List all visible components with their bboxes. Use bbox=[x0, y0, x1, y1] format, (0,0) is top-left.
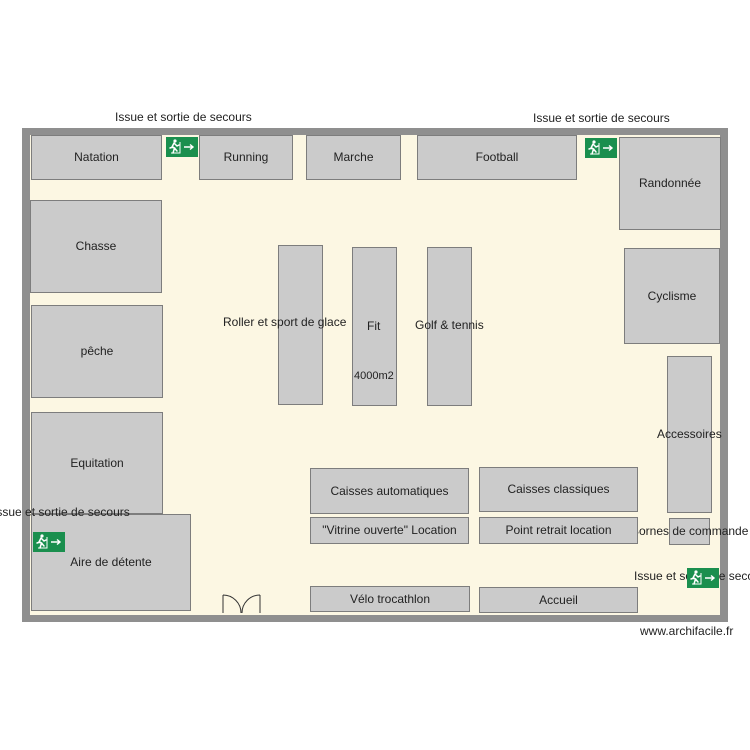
zone-accessoires-label: Accessoires bbox=[657, 427, 722, 441]
zone-label: Aire de détente bbox=[70, 555, 152, 569]
zone-chasse[interactable]: Chasse bbox=[30, 200, 162, 293]
zone-marche[interactable]: Marche bbox=[306, 135, 401, 180]
zone-label: Caisses classiques bbox=[507, 482, 610, 496]
zone-label: "Vitrine ouverte" Location bbox=[322, 523, 457, 537]
zone-roller[interactable] bbox=[278, 245, 323, 405]
zone-cyclisme[interactable]: Cyclisme bbox=[624, 248, 720, 344]
zone-caisses-automatiques[interactable]: Caisses automatiques bbox=[310, 468, 469, 514]
emergency-exit-sign-icon bbox=[585, 138, 617, 158]
emergency-exit-sign-icon bbox=[166, 137, 198, 157]
zone-aire-detente[interactable]: Aire de détente bbox=[31, 514, 191, 611]
zone-golf-tennis[interactable] bbox=[427, 247, 472, 406]
zone-accessoires[interactable] bbox=[667, 356, 712, 513]
zone-running[interactable]: Running bbox=[199, 135, 293, 180]
zone-label: Point retrait location bbox=[505, 523, 612, 537]
zone-label: pêche bbox=[80, 344, 114, 358]
zone-fit-label: Fit bbox=[367, 319, 381, 333]
zone-roller-label: Roller et sport de glace bbox=[223, 315, 347, 329]
zone-caisses-classiques[interactable]: Caisses classiques bbox=[479, 467, 638, 512]
zone-football[interactable]: Football bbox=[417, 135, 577, 180]
zone-fit[interactable] bbox=[352, 247, 397, 406]
emergency-exit-sign-icon bbox=[687, 568, 719, 588]
zone-accueil[interactable]: Accueil bbox=[479, 587, 638, 613]
zone-golf-tennis-label: Golf & tennis bbox=[415, 318, 484, 332]
zone-label: Equitation bbox=[70, 455, 124, 470]
zone-label: Caisses automatiques bbox=[330, 483, 449, 498]
zone-point-retrait[interactable]: Point retrait location bbox=[479, 517, 638, 544]
zone-label: Natation bbox=[74, 150, 119, 164]
exit-label-top-left: Issue et sortie de secours bbox=[115, 110, 252, 124]
watermark: www.archifacile.fr bbox=[640, 624, 734, 638]
zone-label: Marche bbox=[333, 150, 374, 164]
zone-bornes[interactable] bbox=[669, 518, 710, 545]
zone-label: Randonnée bbox=[638, 176, 702, 190]
zone-label: Accueil bbox=[539, 592, 578, 607]
zone-vitrine-location[interactable]: "Vitrine ouverte" Location bbox=[310, 517, 469, 544]
zone-bornes-label: Bornes de commande bbox=[631, 524, 749, 538]
exit-label-top-right: Issue et sortie de secours bbox=[533, 111, 670, 125]
zone-peche[interactable]: pêche bbox=[31, 305, 163, 398]
zone-label: Football bbox=[475, 150, 519, 164]
area-label: 4000m2 bbox=[354, 370, 394, 382]
emergency-exit-sign-icon bbox=[33, 532, 65, 552]
zone-label: Running bbox=[223, 150, 269, 164]
zone-label: Vélo trocathlon bbox=[349, 591, 431, 606]
zone-velo-trocathlon[interactable]: Vélo trocathlon bbox=[310, 586, 470, 612]
zone-label: Chasse bbox=[75, 239, 117, 253]
zone-natation[interactable]: Natation bbox=[31, 135, 162, 180]
zone-label: Cyclisme bbox=[647, 288, 697, 303]
double-door-icon bbox=[222, 594, 262, 621]
zone-randonnee[interactable]: Randonnée bbox=[619, 137, 721, 230]
exit-label-left: Issue et sortie de secours bbox=[0, 505, 130, 519]
zone-equitation[interactable]: Equitation bbox=[31, 412, 163, 514]
